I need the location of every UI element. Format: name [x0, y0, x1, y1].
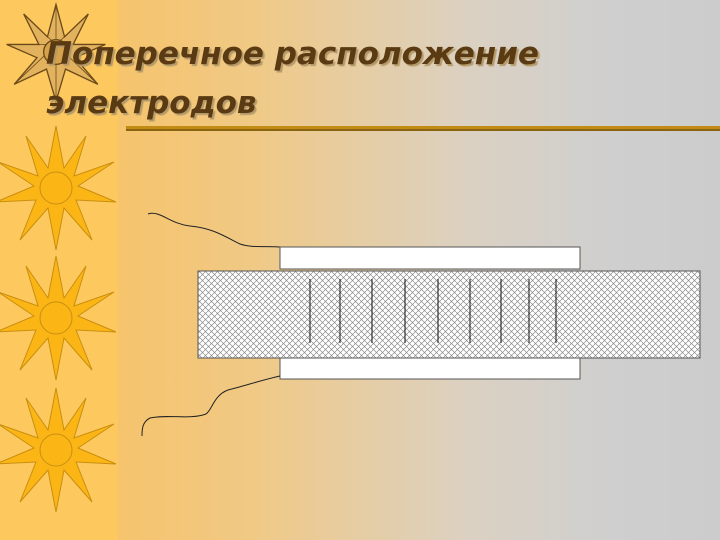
upper-lead-wire: [147, 212, 281, 248]
lower-lead-wire: [141, 375, 281, 437]
lower-electrode: [279, 357, 581, 380]
tissue-block: [197, 270, 701, 359]
title-divider-shadow: [126, 129, 720, 131]
page-title: Поперечное расположение электродов: [46, 36, 539, 121]
sun-icon-top: [6, 1, 106, 104]
sun-decorations: [0, 1, 117, 513]
title-divider: [126, 126, 720, 129]
upper-electrode: [279, 246, 581, 270]
current-lines: [309, 279, 557, 343]
